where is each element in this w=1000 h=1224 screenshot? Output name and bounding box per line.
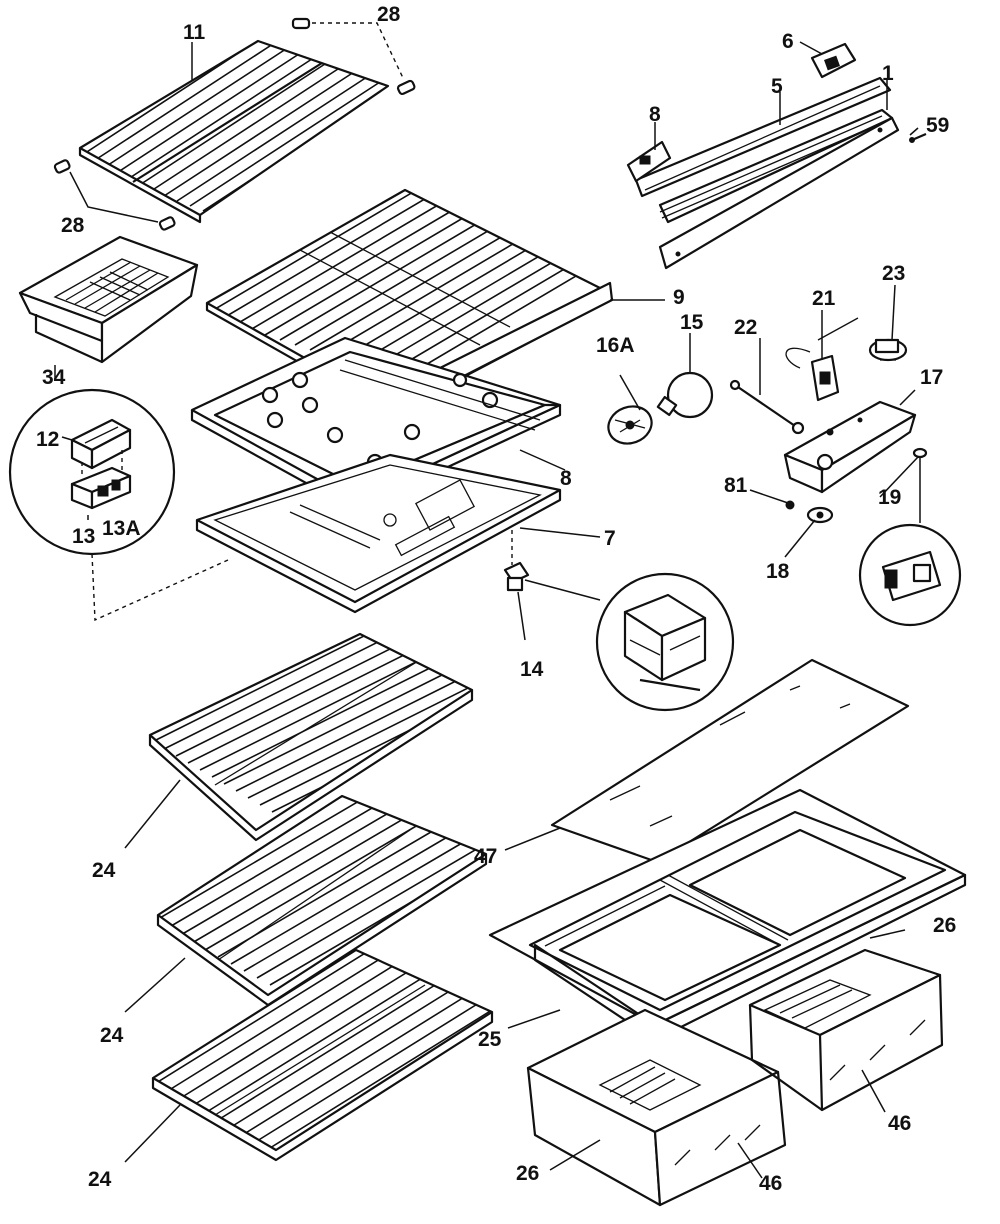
callout-16a: 16A — [596, 334, 635, 357]
housing-17 — [783, 400, 917, 494]
detail-circle-12-13 — [8, 388, 176, 556]
detail-circle-14 — [595, 572, 735, 712]
light-socket-16a — [607, 405, 653, 445]
callout-22: 22 — [734, 316, 757, 339]
callout-23: 23 — [882, 262, 905, 285]
callout-14: 14 — [520, 658, 544, 681]
wire-shelf-24-bottom — [151, 948, 494, 1162]
callout-81: 81 — [724, 474, 748, 497]
light-bulb-15 — [656, 371, 714, 419]
callout-26-right: 26 — [933, 914, 956, 937]
callout-24-2: 24 — [100, 1024, 124, 1047]
shelf-end-cap-28 — [53, 17, 416, 231]
callout-46-right: 46 — [888, 1112, 911, 1135]
callout-24-3: 24 — [88, 1168, 112, 1191]
part-19 — [912, 447, 928, 459]
callout-11: 11 — [183, 21, 206, 44]
frame-7 — [195, 453, 562, 614]
callout-13a: 13A — [102, 517, 141, 540]
callout-26-bottom: 26 — [516, 1162, 539, 1185]
callout-15: 15 — [680, 311, 704, 334]
callout-28-left: 28 — [61, 214, 85, 237]
crisper-drawer-left — [526, 1008, 787, 1207]
callout-47: 47 — [474, 845, 497, 868]
callout-19: 19 — [878, 486, 901, 509]
callout-12: 12 — [36, 428, 59, 451]
bracket-6 — [810, 42, 857, 79]
callout-13: 13 — [72, 525, 95, 548]
crisper-drawer-right — [748, 948, 944, 1112]
callout-5: 5 — [771, 75, 783, 98]
rail-1-5 — [634, 76, 900, 270]
bracket-8 — [626, 140, 672, 183]
crisper-frame-25 — [488, 788, 967, 1042]
switch-21 — [785, 317, 859, 402]
callout-7: 7 — [604, 527, 616, 550]
callout-24-1: 24 — [92, 859, 116, 882]
callout-8-frame: 8 — [560, 467, 572, 490]
callout-1: 1 — [882, 62, 894, 85]
glass-shelf-47 — [550, 658, 910, 864]
wire-shelf-11 — [78, 39, 390, 224]
callout-18: 18 — [766, 560, 790, 583]
callout-6: 6 — [782, 30, 794, 53]
callout-21: 21 — [812, 287, 836, 310]
callout-34: 34 — [42, 366, 66, 389]
thermostat-23 — [868, 338, 908, 362]
callout-9: 9 — [673, 286, 685, 309]
callout-8-bracket: 8 — [649, 103, 661, 126]
callout-28-top: 28 — [377, 3, 401, 26]
callout-46-bottom: 46 — [759, 1172, 782, 1195]
wire-shelf-24-top — [148, 632, 474, 842]
callout-59: 59 — [926, 114, 949, 137]
rod-22 — [729, 379, 805, 435]
part-14 — [503, 561, 530, 592]
callout-17: 17 — [920, 366, 943, 389]
bin-34 — [18, 235, 199, 364]
detail-circle-19 — [858, 523, 962, 627]
callout-25: 25 — [478, 1028, 502, 1051]
